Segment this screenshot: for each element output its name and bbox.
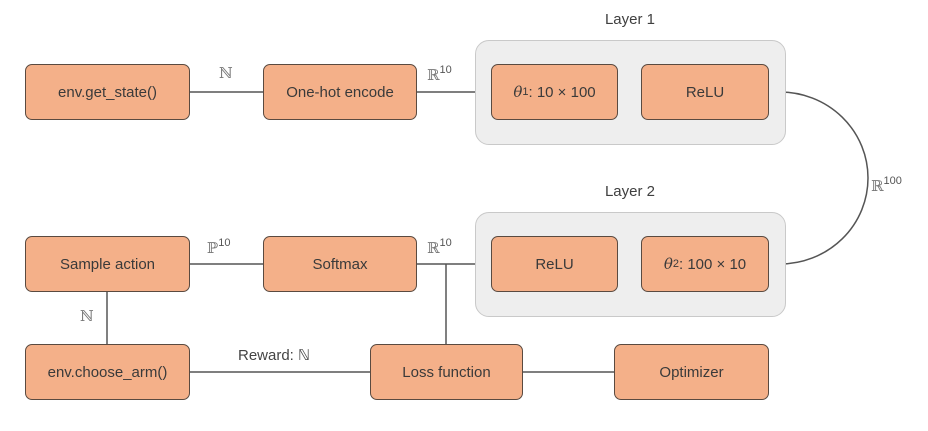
edge-label-softmax-sample: ℙ10: [207, 237, 231, 257]
theta2-dims: : 100 × 10: [679, 255, 747, 273]
layer1-label: Layer 1: [604, 11, 656, 28]
edge-base: ℕ: [219, 64, 233, 82]
theta2-symbol: θ: [663, 255, 673, 273]
edge-label-reward: Reward: ℕ: [238, 347, 311, 364]
wire-layer1-layer2-arc: [769, 91, 869, 265]
edge-label-layer1-layer2: ℝ100: [871, 175, 902, 195]
node-get-state: env.get_state(): [25, 64, 190, 120]
edge-sup: 10: [218, 237, 231, 249]
edge-base: ℕ: [80, 307, 94, 325]
edge-label-onehot-layer1: ℝ10: [427, 64, 452, 84]
edge-sup: 100: [883, 175, 902, 187]
theta1-dims: : 10 × 100: [528, 83, 596, 101]
edge-sup: 10: [439, 64, 452, 76]
node-choose-arm: env.choose_arm(): [25, 344, 190, 400]
layer2-label: Layer 2: [604, 183, 656, 200]
edge-base: ℝ: [871, 177, 884, 195]
node-one-hot-encode: One-hot encode: [263, 64, 417, 120]
edge-base: ℙ: [207, 239, 219, 257]
node-sample-action: Sample action: [25, 236, 190, 292]
edge-base: ℝ: [427, 66, 440, 84]
edge-base: ℝ: [427, 239, 440, 257]
node-softmax: Softmax: [263, 236, 417, 292]
node-optimizer: Optimizer: [614, 344, 769, 400]
node-loss-function: Loss function: [370, 344, 523, 400]
theta1-subscript: 1: [522, 86, 529, 98]
theta2-subscript: 2: [672, 258, 679, 270]
theta1-symbol: θ: [513, 83, 523, 101]
edge-label-sample-choose: ℕ: [80, 307, 94, 325]
edge-label-layer2-softmax: ℝ10: [427, 237, 452, 257]
edge-sup: 10: [439, 237, 452, 249]
node-relu2: ReLU: [491, 236, 618, 292]
edge-label-state-onehot: ℕ: [219, 64, 233, 82]
node-relu1: ReLU: [641, 64, 769, 120]
